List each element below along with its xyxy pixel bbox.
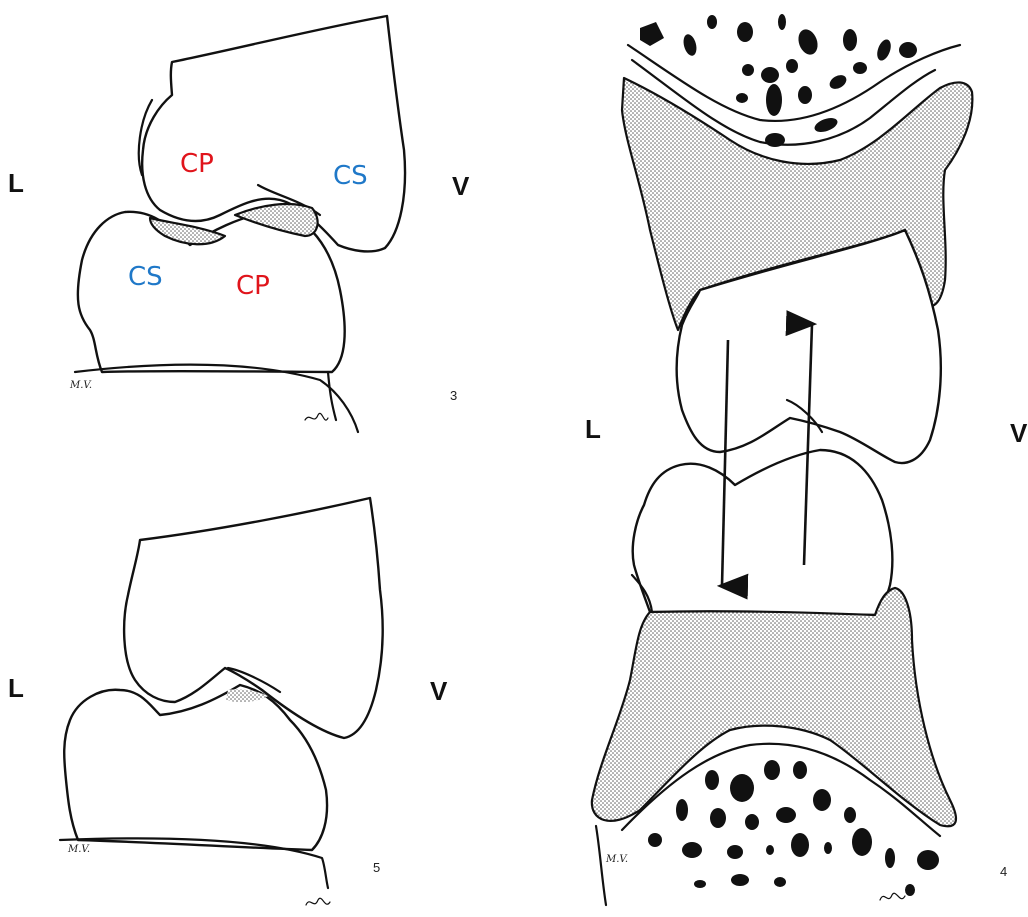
fig3-number: 3 [450,388,457,403]
fig3-side-left-label: L [8,168,24,198]
figure-4: L V M.V. 4 [585,14,1028,905]
fig5-side-left-label: L [8,673,24,703]
fig3-lower-cp-label: CP [236,271,270,301]
fig5-side-right-label: V [430,676,448,706]
fig4-initials: M.V. [605,854,628,865]
figure-5: L V M.V. 5 [8,498,448,905]
fig5-artist-signature [306,898,330,905]
fig3-upper-cp-label: CP [180,149,214,179]
fig3-upper-cs-label: CS [333,161,368,191]
fig4-side-right-label: V [1010,418,1028,448]
fig3-lower-cs-label: CS [128,262,163,292]
fig3-side-right-label: V [452,171,470,201]
fig5-initials: M.V. [67,844,90,855]
fig5-number: 5 [373,860,380,875]
fig4-side-left-label: L [585,414,601,444]
fig3-initials: M.V. [69,380,92,391]
fig4-number: 4 [1000,864,1007,879]
fig4-artist-signature [880,893,905,900]
figure-3: L V CP CS CS CP M.V. 3 [8,16,470,432]
fig4-lower-bone [633,450,893,615]
fig3-artist-signature [305,413,328,420]
fig4-lower-cartilage [592,588,956,826]
